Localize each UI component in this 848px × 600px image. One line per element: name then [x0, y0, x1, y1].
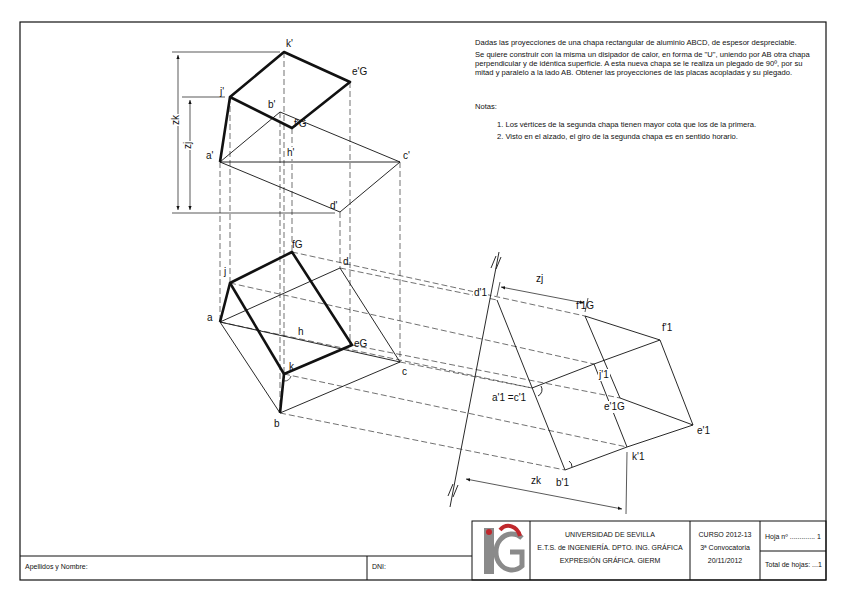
point-label: e'G	[352, 66, 367, 78]
point-label: a'	[206, 150, 213, 162]
point-label: d'	[330, 200, 337, 212]
point-label: k'	[286, 38, 293, 50]
plan-second-plate	[220, 252, 352, 413]
title-cell: DNI:	[372, 563, 386, 571]
note-text: 1. Los vértices de la segunda chapa tien…	[497, 120, 817, 129]
elevation-dimensions	[172, 52, 335, 213]
point-label: c	[402, 366, 407, 378]
title-cell: 3ª Convocatoria	[700, 544, 750, 552]
dimension-label: zk	[170, 114, 182, 126]
title-cell: 20/11/2012	[708, 557, 743, 565]
dimension-label: zj	[182, 141, 194, 150]
right-angle-mark	[569, 461, 572, 467]
point-label: f'1	[662, 322, 672, 334]
sheet-frame	[20, 22, 826, 580]
line-label: h'	[286, 147, 295, 159]
point-label: eG	[354, 338, 367, 350]
point-label: e'1G	[603, 401, 626, 413]
point-label: a	[207, 312, 213, 324]
point-label: a'1 =c'1	[491, 392, 527, 404]
point-label: b'	[268, 99, 275, 111]
auxiliary-dimensions	[466, 282, 627, 514]
notes-heading: Notas:	[475, 102, 497, 111]
right-angle-mark	[284, 376, 291, 381]
ground-line	[448, 252, 501, 507]
point-label: d	[343, 256, 349, 268]
point-label: b	[274, 418, 280, 430]
dimension-label: zj	[535, 273, 544, 285]
statement-text: Dadas las proyecciones de una chapa rect…	[475, 38, 820, 47]
projection-lines	[220, 52, 627, 470]
point-label: k	[289, 361, 294, 373]
plan-plate	[220, 268, 400, 413]
elevation-second-plate	[220, 52, 350, 162]
title-cell: EXPRESIÓN GRÁFICA. GIERM	[560, 557, 661, 565]
point-label: e'1	[697, 425, 710, 437]
line-label: h	[297, 326, 305, 338]
title-cell: Total de hojas: ...1	[765, 561, 822, 569]
point-label: c'	[403, 150, 410, 162]
logo	[484, 526, 522, 574]
title-cell: CURSO 2012-13	[699, 531, 752, 539]
note-text: 2. Visto en el alzado, el giro de la seg…	[497, 132, 817, 141]
title-block	[20, 521, 826, 580]
point-label: j	[224, 266, 226, 278]
point-label: j'1	[598, 369, 610, 381]
point-label: d'1	[473, 287, 488, 299]
right-angle-mark	[538, 386, 542, 396]
point-label: b'1	[556, 477, 569, 489]
auxiliary-view	[497, 300, 693, 470]
point-label: f'1G	[576, 300, 594, 312]
dimension-label: zk	[530, 475, 542, 487]
title-cell: Apellidos y Nombre:	[25, 563, 88, 571]
elevation-plate	[220, 112, 400, 212]
title-cell: E.T.S. de INGENIERÍA. DPTO. ING. GRÁFICA	[537, 544, 682, 552]
statement-text: Se quiere construir con la misma un disi…	[475, 50, 820, 77]
title-cell: UNIVERSIDAD DE SEVILLA	[565, 531, 655, 539]
title-cell: Hoja nº ............. 1	[765, 533, 821, 541]
point-label: j'	[220, 86, 224, 98]
point-label: k'1	[632, 451, 644, 463]
point-label: fG	[292, 239, 303, 251]
point-label: f'G	[294, 118, 306, 130]
